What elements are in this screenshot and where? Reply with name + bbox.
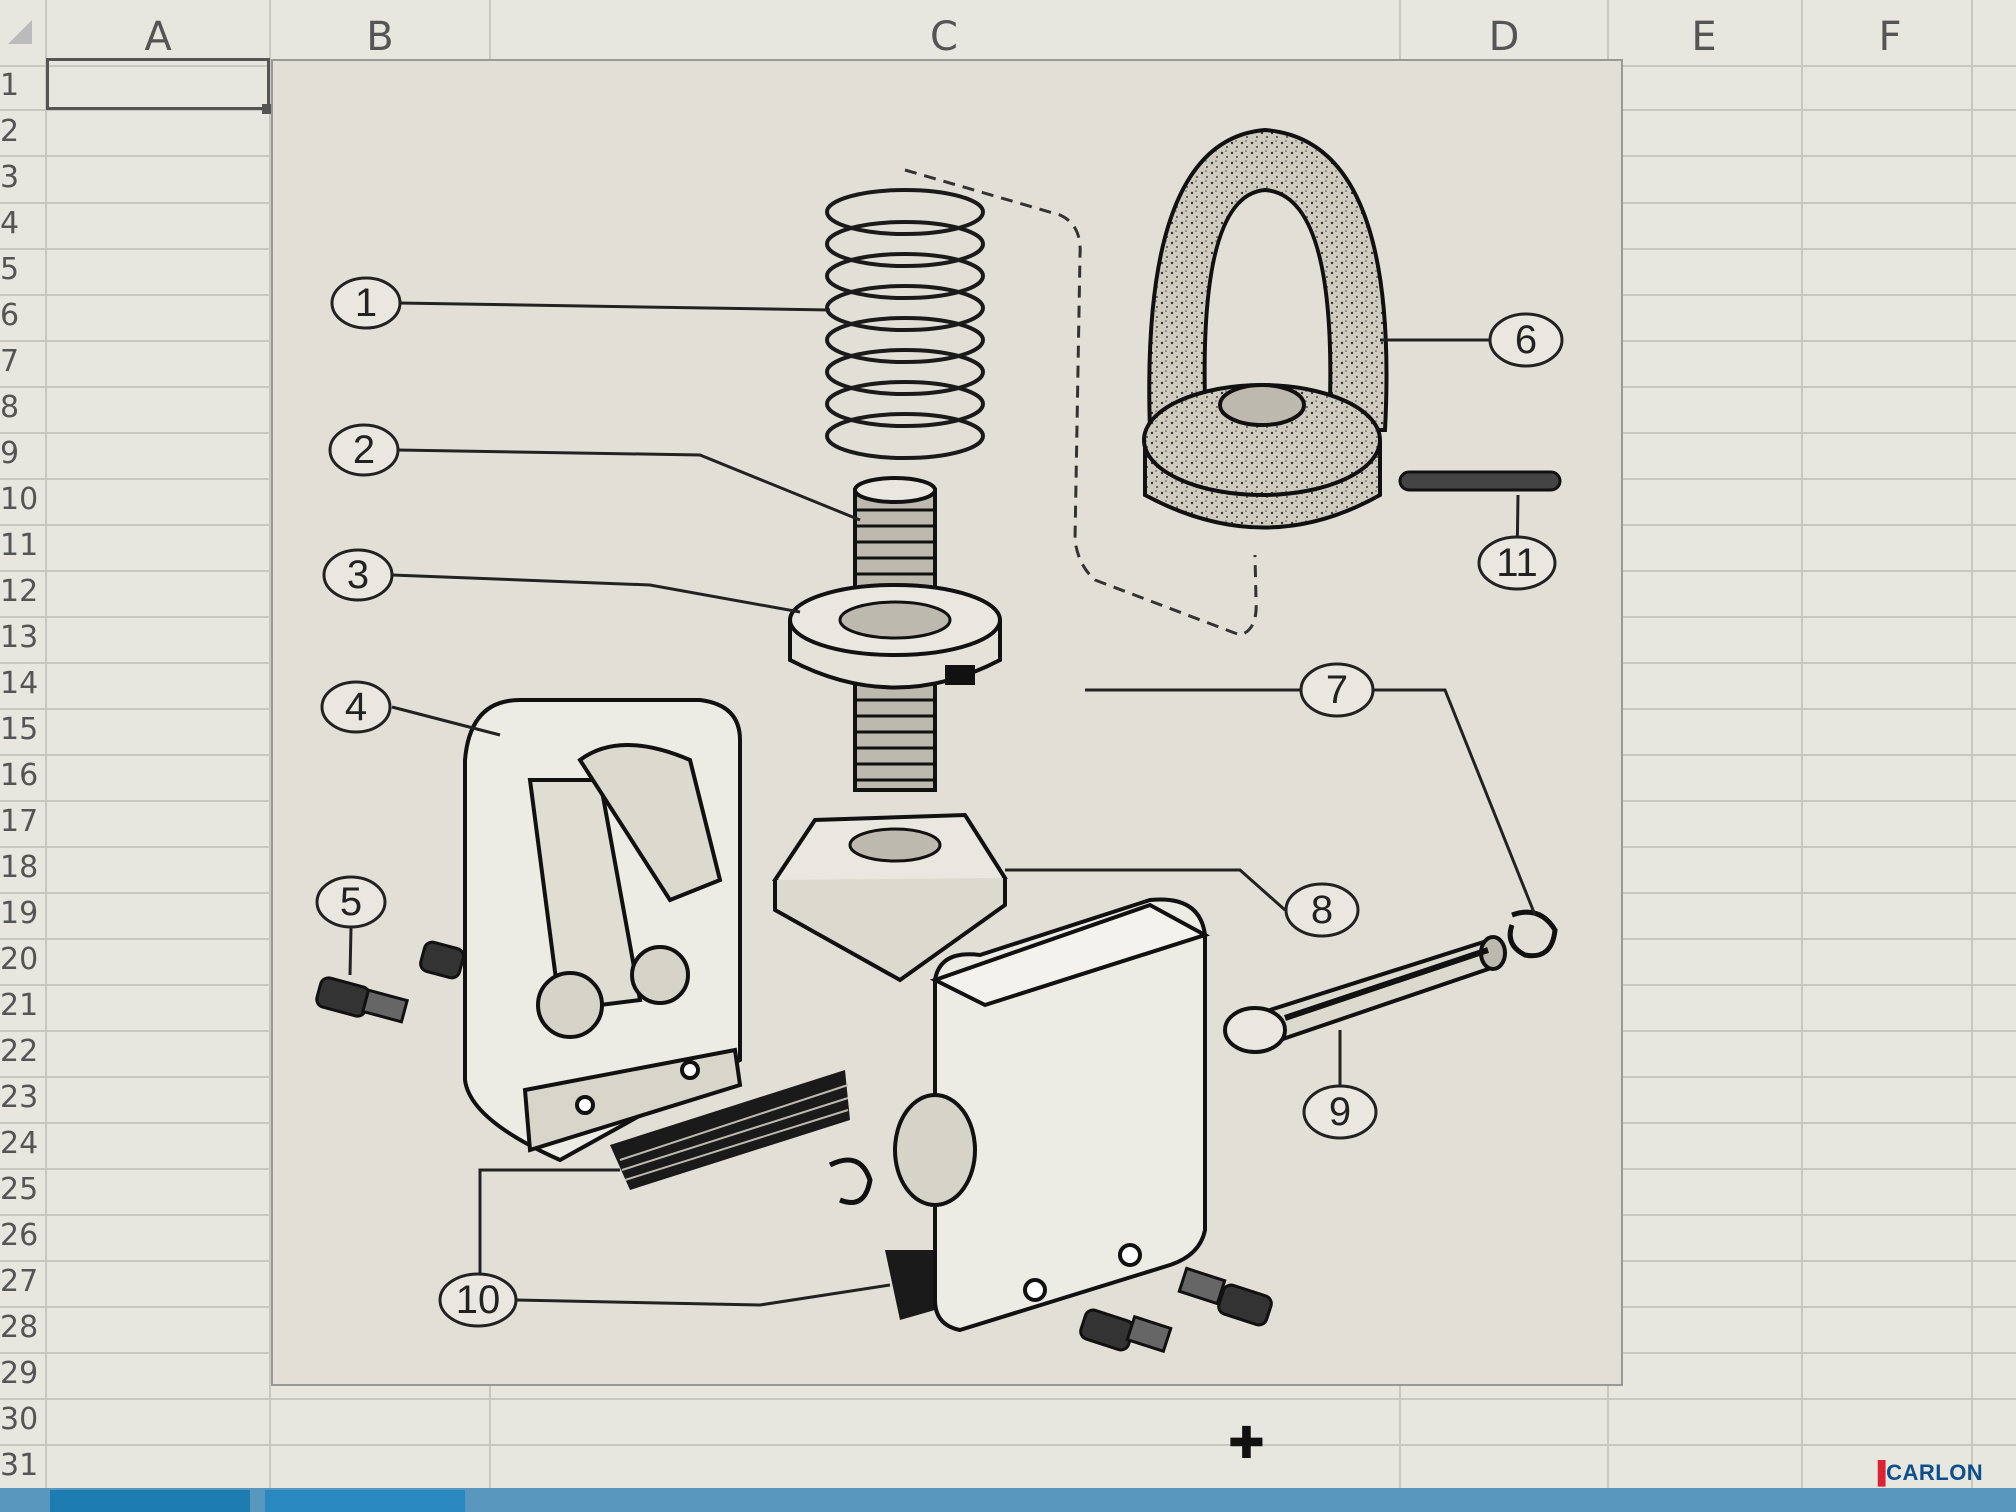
row-header[interactable]: 13 (0, 620, 39, 655)
row-header[interactable]: 1 (0, 68, 20, 103)
brand-text: CARLON (1886, 1460, 1984, 1485)
callout-10: 10 (438, 1272, 518, 1328)
column-header-e[interactable]: E (1691, 14, 1717, 60)
callout-label-1: 1 (355, 281, 377, 325)
roll-pin-part (1398, 470, 1562, 492)
column-header-a[interactable]: A (144, 14, 172, 60)
leader-lines (348, 301, 1537, 1307)
callout-label-2: 2 (353, 428, 375, 472)
callout-label-7: 7 (1326, 668, 1348, 712)
callout-label-8: 8 (1311, 888, 1333, 932)
row-header[interactable]: 9 (0, 436, 20, 471)
row-header[interactable]: 24 (0, 1126, 39, 1161)
callout-3: 3 (322, 548, 394, 602)
row-header[interactable]: 31 (0, 1448, 39, 1483)
brand-logo: ▐CARLON (1870, 1460, 1984, 1485)
row-header[interactable]: 5 (0, 252, 20, 287)
row-header[interactable]: 30 (0, 1402, 39, 1437)
callout-1: 1 (330, 276, 402, 330)
callout-7: 7 (1299, 662, 1375, 718)
callout-label-9: 9 (1329, 1090, 1351, 1134)
right-jaw-body-part (893, 897, 1211, 1333)
sheet-tab[interactable] (265, 1490, 465, 1512)
row-header[interactable]: 20 (0, 942, 39, 977)
row-header[interactable]: 10 (0, 482, 39, 517)
washer-ring-part (788, 583, 1002, 690)
row-header[interactable]: 18 (0, 850, 39, 885)
callout-11: 11 (1477, 535, 1557, 591)
column-header-f[interactable]: F (1878, 14, 1902, 60)
fill-handle[interactable] (262, 104, 272, 114)
row-header[interactable]: 25 (0, 1172, 39, 1207)
row-header[interactable]: 14 (0, 666, 39, 701)
row-header[interactable]: 22 (0, 1034, 39, 1069)
column-header-c[interactable]: C (930, 14, 958, 60)
callout-4: 4 (320, 680, 392, 734)
square-nut-part (772, 812, 1008, 983)
row-header[interactable]: 21 (0, 988, 39, 1023)
column-header-b[interactable]: B (366, 14, 394, 60)
sheet-tab[interactable] (50, 1490, 250, 1512)
row-header[interactable]: 3 (0, 160, 20, 195)
column-header-d[interactable]: D (1488, 14, 1520, 60)
row-header[interactable]: 27 (0, 1264, 39, 1299)
callout-label-4: 4 (345, 685, 367, 729)
row-header[interactable]: 11 (0, 528, 39, 563)
row-header[interactable]: 28 (0, 1310, 39, 1345)
row-header[interactable]: 26 (0, 1218, 39, 1253)
retaining-clip-part (1507, 909, 1558, 959)
row-header[interactable]: 7 (0, 344, 20, 379)
callout-label-11: 11 (1496, 541, 1538, 585)
left-housing-part (463, 698, 743, 1163)
callout-5: 5 (315, 875, 387, 929)
move-cursor-icon: ✚ (1228, 1419, 1265, 1468)
callout-label-3: 3 (347, 553, 369, 597)
row-header[interactable]: 6 (0, 298, 20, 333)
selected-cell-a1[interactable] (46, 58, 270, 110)
lifting-eye-ring-part (1142, 127, 1389, 530)
row-header[interactable]: 29 (0, 1356, 39, 1391)
row-header[interactable]: 8 (0, 390, 20, 425)
callout-2: 2 (328, 423, 400, 477)
select-all-corner[interactable] (8, 20, 32, 44)
retaining-clip-small (828, 1157, 873, 1205)
assembly-dashed-line (904, 168, 1258, 637)
spring-part (825, 188, 985, 460)
callout-6: 6 (1488, 312, 1564, 368)
row-header[interactable]: 16 (0, 758, 39, 793)
row-header[interactable]: 19 (0, 896, 39, 931)
row-header[interactable]: 17 (0, 804, 39, 839)
callout-label-5: 5 (340, 880, 362, 924)
row-header[interactable]: 23 (0, 1080, 39, 1115)
row-header[interactable]: 2 (0, 114, 20, 149)
row-header[interactable]: 4 (0, 206, 20, 241)
pin-part (1223, 935, 1507, 1054)
callout-9: 9 (1302, 1084, 1378, 1140)
row-header[interactable]: 15 (0, 712, 39, 747)
set-screw-part (315, 940, 1273, 1354)
callout-8: 8 (1284, 882, 1360, 938)
row-header[interactable]: 12 (0, 574, 39, 609)
callout-label-6: 6 (1515, 318, 1537, 362)
grip-jaws-part (610, 1070, 935, 1320)
callout-label-10: 10 (456, 1278, 501, 1322)
